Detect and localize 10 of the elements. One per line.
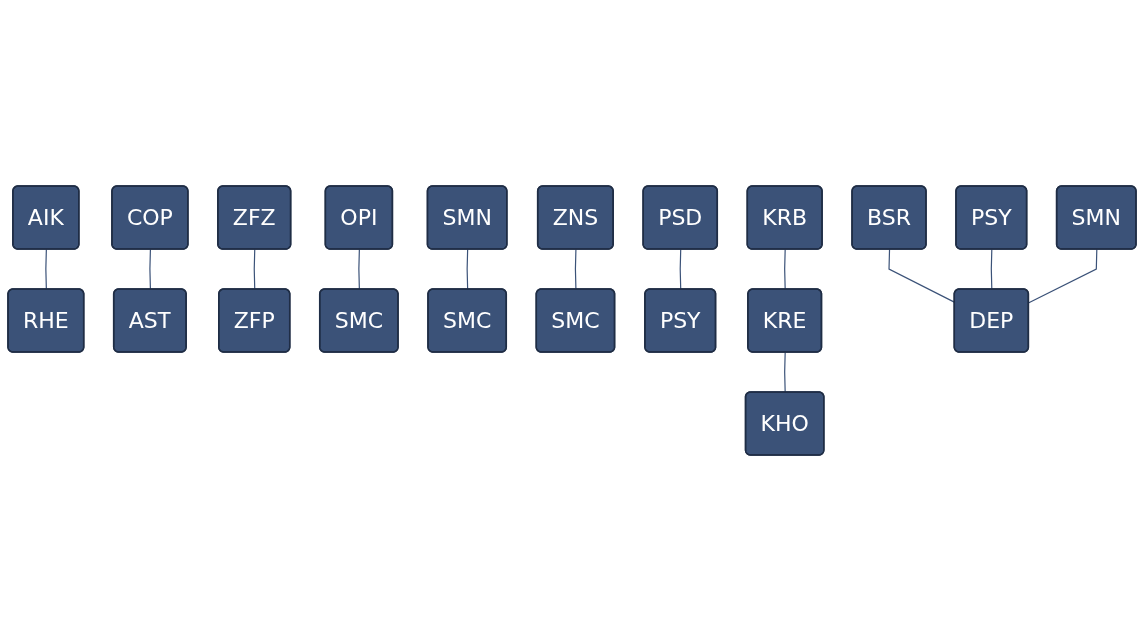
connector — [466, 248, 469, 291]
connector — [990, 248, 993, 291]
connector — [1028, 248, 1098, 304]
connector — [253, 248, 256, 291]
connector — [679, 248, 682, 291]
connector — [574, 248, 577, 291]
connector — [45, 248, 47, 291]
connector — [358, 248, 360, 291]
connector — [149, 248, 151, 291]
connector — [784, 248, 786, 291]
